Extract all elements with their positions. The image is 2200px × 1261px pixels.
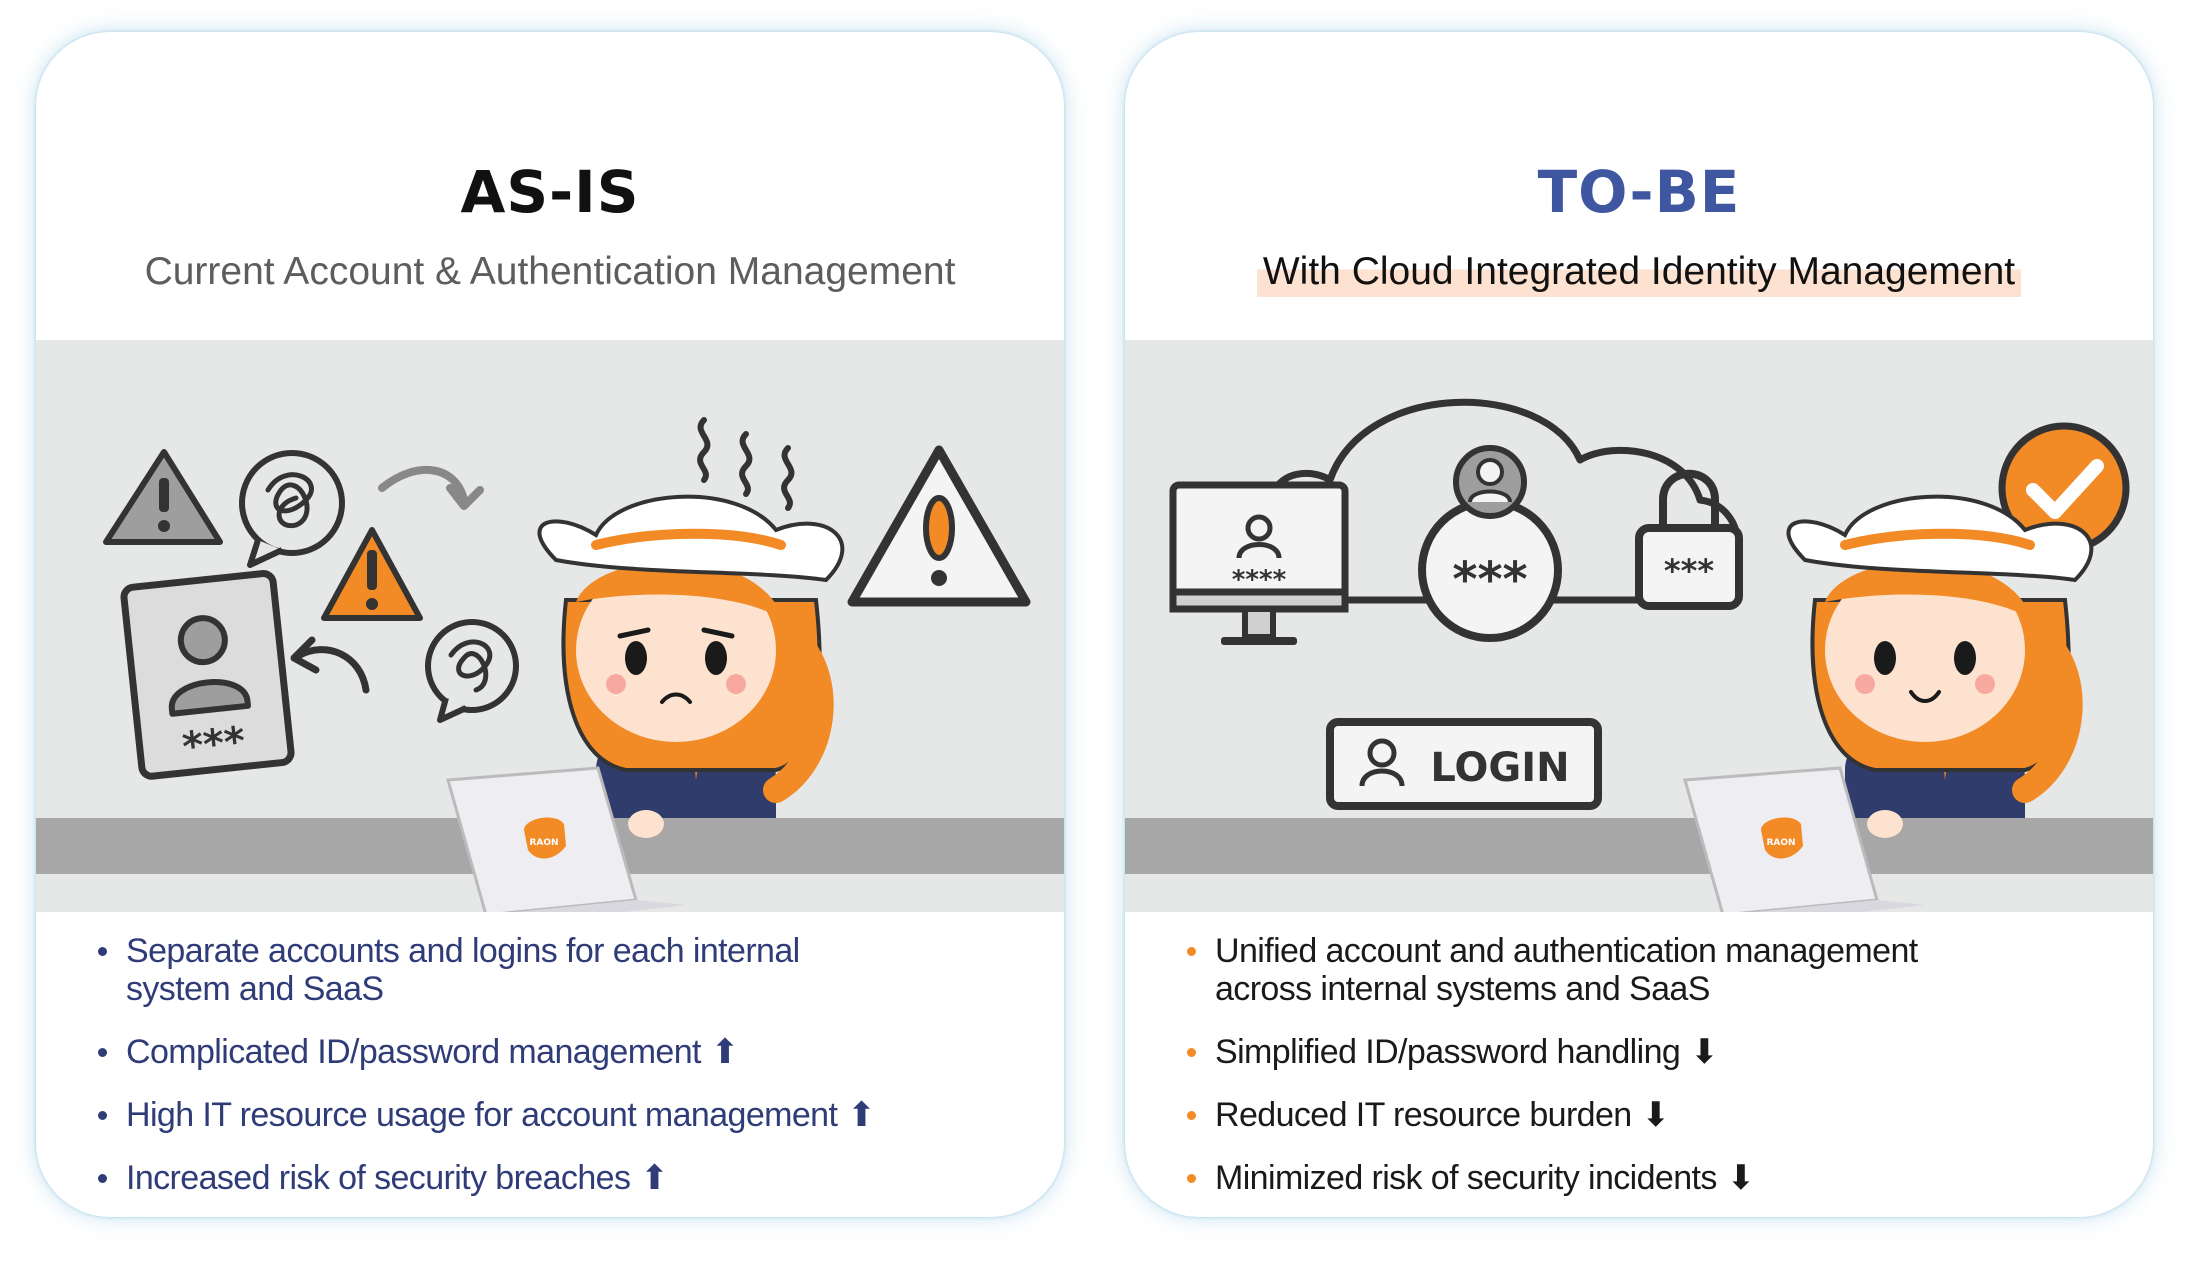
to-be-scene-svg: **** *** *** LOGIN [1125,340,2153,912]
lock-icon: *** [1635,469,1743,610]
as-is-title: AS-IS [460,158,640,226]
warning-icon [103,449,223,545]
monitor-password: **** [1232,565,1287,595]
arrow-up-icon: ⬆ [640,1159,669,1197]
login-button-icon: LOGIN [1326,718,1602,810]
curved-arrow-icon [290,636,370,694]
to-be-subtitle-highlight: With Cloud Integrated Identity Managemen… [1256,250,2022,297]
id-card-icon: *** [120,570,295,780]
cloud-password: *** [1452,552,1527,608]
list-item: Separate accounts and logins for each in… [98,932,806,1008]
as-is-illustration: *** [36,340,1064,912]
lock-password: *** [1664,552,1714,590]
list-item: Complicated ID/password management⬆ [98,1033,1038,1071]
monitor-icon: **** [1169,481,1349,645]
arrow-down-icon: ⬇ [1641,1096,1670,1134]
arrow-down-icon: ⬇ [1726,1159,1755,1197]
to-be-card: TO-BE With Cloud Integrated Identity Man… [1125,32,2153,1217]
laptop-logo-text: RAON [1766,838,1795,848]
arrow-down-icon: ⬇ [1690,1033,1719,1071]
arrow-up-icon: ⬆ [847,1096,876,1134]
laptop-icon: RAON [1683,766,1925,912]
as-is-bullet-list: Separate accounts and logins for each in… [98,932,1038,1217]
as-is-scene-svg: *** [36,340,1064,912]
laptop-logo-text: RAON [529,838,558,848]
chat-scribble-icon [239,450,345,568]
check-circle-icon [1998,422,2130,554]
arrow-up-icon: ⬆ [710,1033,739,1071]
list-item: Minimized risk of security incidents⬇ [1187,1159,2127,1197]
list-item: Increased risk of security breaches⬆ [98,1159,1038,1197]
to-be-title: TO-BE [1537,158,1741,226]
to-be-subtitle: With Cloud Integrated Identity Managemen… [1125,250,2153,297]
list-item: High IT resource usage for account manag… [98,1096,1038,1134]
chat-scribble-icon [425,619,519,723]
list-item: Unified account and authentication manag… [1187,932,1935,1008]
list-item: Simplified ID/password handling⬇ [1187,1033,2127,1071]
happy-character [1786,494,2094,818]
to-be-illustration: **** *** *** LOGIN [1125,340,2153,912]
user-icon: *** [1418,445,1562,642]
laptop-icon: RAON [446,766,686,912]
as-is-subtitle: Current Account & Authentication Managem… [144,250,956,293]
warning-icon [321,527,423,621]
as-is-card: AS-IS Current Account & Authentication M… [36,32,1064,1217]
curved-arrow-icon [378,465,484,510]
stress-squiggle-icon [697,417,795,511]
login-label: LOGIN [1430,745,1569,791]
list-item: Reduced IT resource burden⬇ [1187,1096,2127,1134]
worried-character [537,494,845,818]
id-card-password: *** [180,718,247,770]
warning-icon [847,445,1031,607]
to-be-bullet-list: Unified account and authentication manag… [1187,932,2127,1217]
